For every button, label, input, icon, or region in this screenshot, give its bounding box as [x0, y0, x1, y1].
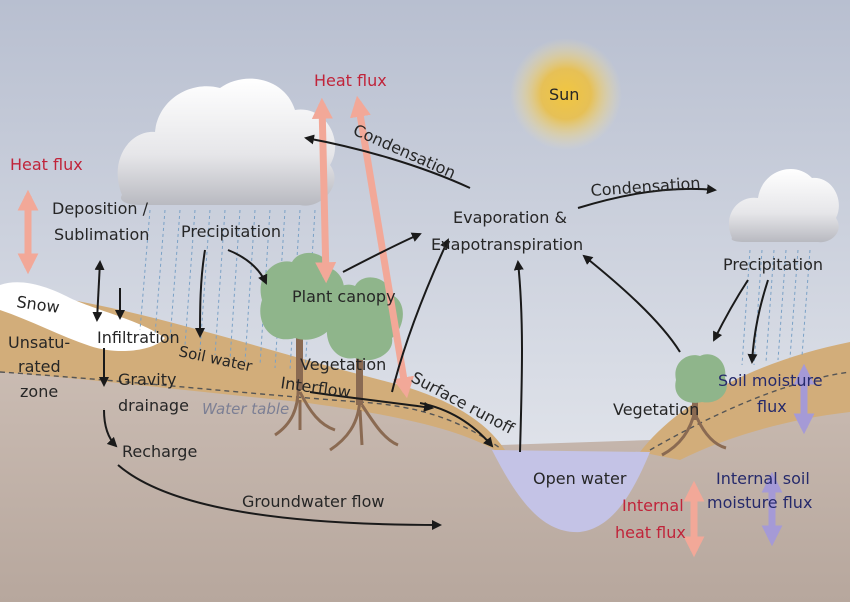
label-soil-moisture-2: flux [757, 397, 787, 416]
ground [0, 330, 850, 602]
precipitation-lines-right [741, 249, 811, 366]
label-internal-soil-2: moisture flux [707, 493, 812, 512]
label-evaporation-2: Evapotranspiration [431, 235, 583, 254]
label-gravity-1: Gravity [118, 370, 176, 389]
label-unsaturated-2: rated [18, 357, 61, 376]
label-plant-canopy: Plant canopy [292, 287, 396, 306]
label-recharge: Recharge [122, 442, 197, 461]
snow [0, 282, 165, 352]
label-open-water: Open water [533, 469, 627, 488]
label-unsaturated-1: Unsatu- [8, 333, 70, 352]
label-deposition-2: Sublimation [54, 225, 149, 244]
process-arrows [92, 134, 769, 530]
label-unsaturated-3: zone [20, 382, 58, 401]
label-heat-flux-top: Heat flux [314, 71, 387, 90]
label-vegetation-left: Vegetation [300, 355, 386, 374]
label-water-table: Water table [202, 400, 289, 418]
label-internal-soil-1: Internal soil [716, 469, 810, 488]
label-internal-heat-2: heat flux [615, 523, 686, 542]
label-precipitation-left: Precipitation [181, 222, 281, 241]
label-internal-heat-1: Internal [622, 496, 684, 515]
label-gravity-2: drainage [118, 396, 189, 415]
water-table-line [0, 371, 850, 451]
label-groundwater-flow: Groundwater flow [242, 492, 384, 511]
label-precipitation-right: Precipitation [723, 255, 823, 274]
label-heat-flux-left: Heat flux [10, 155, 83, 174]
label-soil-moisture-1: Soil moisture [718, 371, 823, 390]
label-infiltration: Infiltration [97, 328, 180, 347]
label-sun: Sun [549, 85, 579, 104]
label-deposition-1: Deposition / [52, 199, 149, 218]
vegetation-right [661, 354, 727, 457]
open-water [492, 450, 650, 533]
cloud-left [117, 78, 336, 206]
label-vegetation-right: Vegetation [613, 400, 699, 419]
sun [510, 38, 622, 150]
label-evaporation-1: Evaporation & [453, 208, 567, 227]
soil-moisture-arrows [761, 363, 815, 547]
cloud-right [728, 168, 839, 243]
precipitation-lines-left [139, 209, 316, 373]
